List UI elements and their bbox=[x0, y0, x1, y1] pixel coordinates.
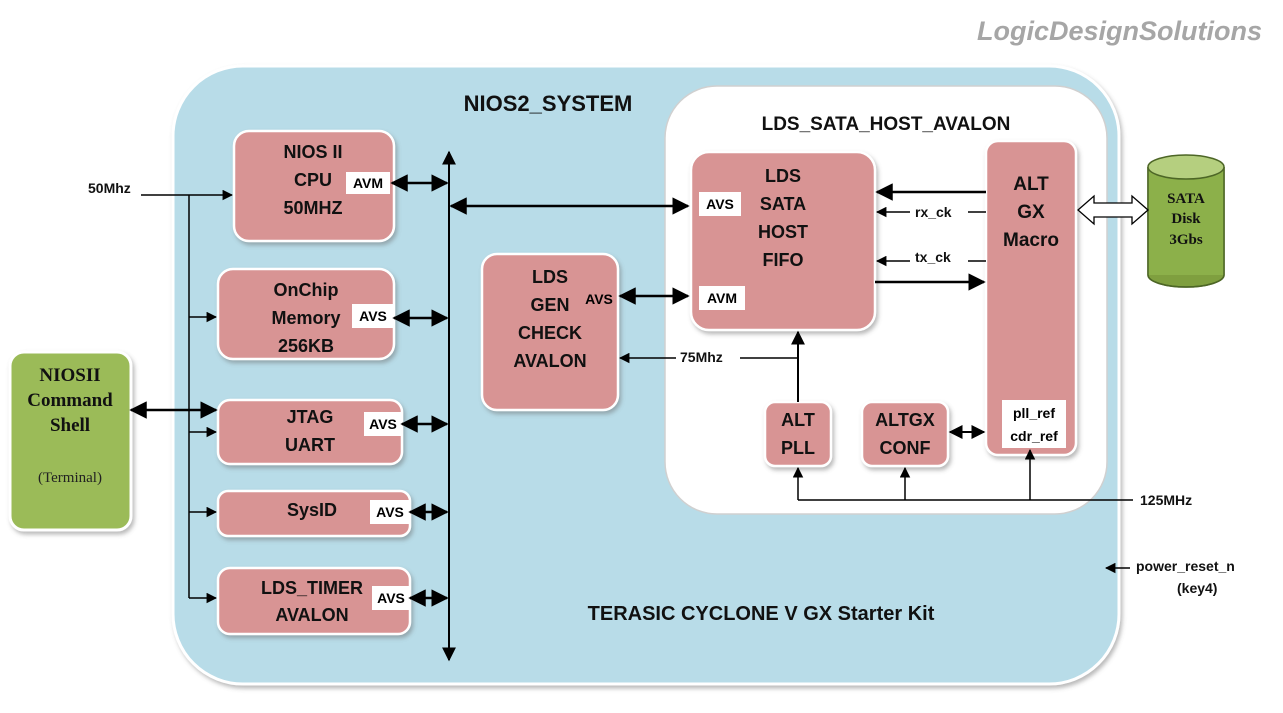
altgxconf-line-2: CONF bbox=[880, 438, 931, 458]
cpu-line-1: NIOS II bbox=[283, 142, 342, 162]
gencheck-line-2: GEN bbox=[530, 295, 569, 315]
clk75-label: 75Mhz bbox=[680, 349, 723, 365]
terminal-block: NIOSII Command Shell (Terminal) bbox=[8, 350, 133, 532]
altgx-line-1: ALT bbox=[1013, 174, 1049, 195]
altgxconf-line-1: ALTGX bbox=[875, 410, 935, 430]
sysid-line-1: SysID bbox=[287, 500, 337, 520]
gencheck-line-1: LDS bbox=[532, 267, 568, 287]
sysid-block: SysID AVS bbox=[216, 489, 412, 538]
disk-line-1: SATA bbox=[1167, 191, 1205, 207]
sata-host-title: LDS_SATA_HOST_AVALON bbox=[762, 114, 1011, 135]
onchip-line-3: 256KB bbox=[278, 336, 334, 356]
cpu-line-2: CPU bbox=[294, 170, 332, 190]
reset-label: power_reset_n bbox=[1136, 558, 1235, 574]
fifo-line-1: LDS bbox=[765, 166, 801, 186]
system-title: NIOS2_SYSTEM bbox=[464, 91, 633, 116]
fifo-line-4: FIFO bbox=[763, 250, 804, 270]
altpll-line-2: PLL bbox=[781, 438, 815, 458]
onchip-line-2: Memory bbox=[271, 308, 340, 328]
sata-fifo-block: LDS SATA HOST FIFO AVS AVM bbox=[689, 150, 877, 332]
altpll-line-1: ALT bbox=[781, 410, 815, 430]
onchip-line-1: OnChip bbox=[274, 280, 339, 300]
gx-disk-link bbox=[1077, 194, 1149, 226]
cpu-line-3: 50MHZ bbox=[283, 198, 342, 218]
fifo-avs-port: AVS bbox=[706, 196, 734, 212]
gen-check-block: LDS GEN CHECK AVALON AVS bbox=[480, 252, 620, 412]
gencheck-avs-port: AVS bbox=[585, 291, 613, 307]
timer-line-1: LDS_TIMER bbox=[261, 578, 363, 598]
timer-line-2: AVALON bbox=[275, 605, 348, 625]
onchip-memory-block: OnChip Memory 256KB AVS bbox=[216, 267, 396, 361]
alt-pll-block: ALT PLL bbox=[763, 400, 833, 468]
onchip-avs-port: AVS bbox=[359, 308, 387, 324]
jtag-uart-block: JTAG UART AVS bbox=[216, 398, 404, 466]
timer-avs-port: AVS bbox=[377, 590, 405, 606]
brand-logo: LogicDesignSolutions bbox=[977, 16, 1262, 46]
sysid-avs-port: AVS bbox=[376, 504, 404, 520]
jtag-avs-port: AVS bbox=[369, 416, 397, 432]
terminal-line-1: NIOSII bbox=[39, 365, 100, 386]
reset-key-label: (key4) bbox=[1177, 580, 1217, 596]
fifo-line-2: SATA bbox=[760, 194, 806, 214]
jtag-line-2: UART bbox=[285, 435, 335, 455]
cpu-avm-port: AVM bbox=[353, 175, 383, 191]
altgx-conf-block: ALTGX CONF bbox=[860, 400, 950, 468]
clk50-label: 50Mhz bbox=[88, 180, 131, 196]
jtag-line-1: JTAG bbox=[287, 407, 334, 427]
disk-line-2: Disk bbox=[1171, 211, 1201, 227]
altgx-line-3: Macro bbox=[1003, 230, 1059, 251]
clk125-label: 125MHz bbox=[1140, 492, 1192, 508]
sata-disk: SATA Disk 3Gbs bbox=[1147, 154, 1225, 288]
terminal-line-2: Command bbox=[27, 390, 113, 411]
gencheck-line-3: CHECK bbox=[518, 323, 582, 343]
altgx-line-2: GX bbox=[1017, 202, 1045, 223]
fifo-line-3: HOST bbox=[758, 222, 808, 242]
fifo-avm-port: AVM bbox=[707, 290, 737, 306]
terminal-line-4: (Terminal) bbox=[38, 470, 102, 486]
altgx-macro-block: ALT GX Macro pll_ref cdr_ref bbox=[984, 139, 1078, 457]
rx-ck-label: rx_ck bbox=[915, 204, 952, 220]
terminal-line-3: Shell bbox=[50, 415, 90, 436]
timer-block: LDS_TIMER AVALON AVS bbox=[216, 566, 412, 636]
altgx-cdr-ref-port: cdr_ref bbox=[1010, 428, 1058, 444]
tx-ck-label: tx_ck bbox=[915, 249, 951, 265]
disk-line-3: 3Gbs bbox=[1169, 232, 1203, 248]
altgx-pll-ref-port: pll_ref bbox=[1013, 405, 1055, 421]
board-label: TERASIC CYCLONE V GX Starter Kit bbox=[588, 603, 935, 625]
cpu-block: NIOS II CPU 50MHZ AVM bbox=[232, 129, 396, 243]
gencheck-line-4: AVALON bbox=[513, 351, 586, 371]
